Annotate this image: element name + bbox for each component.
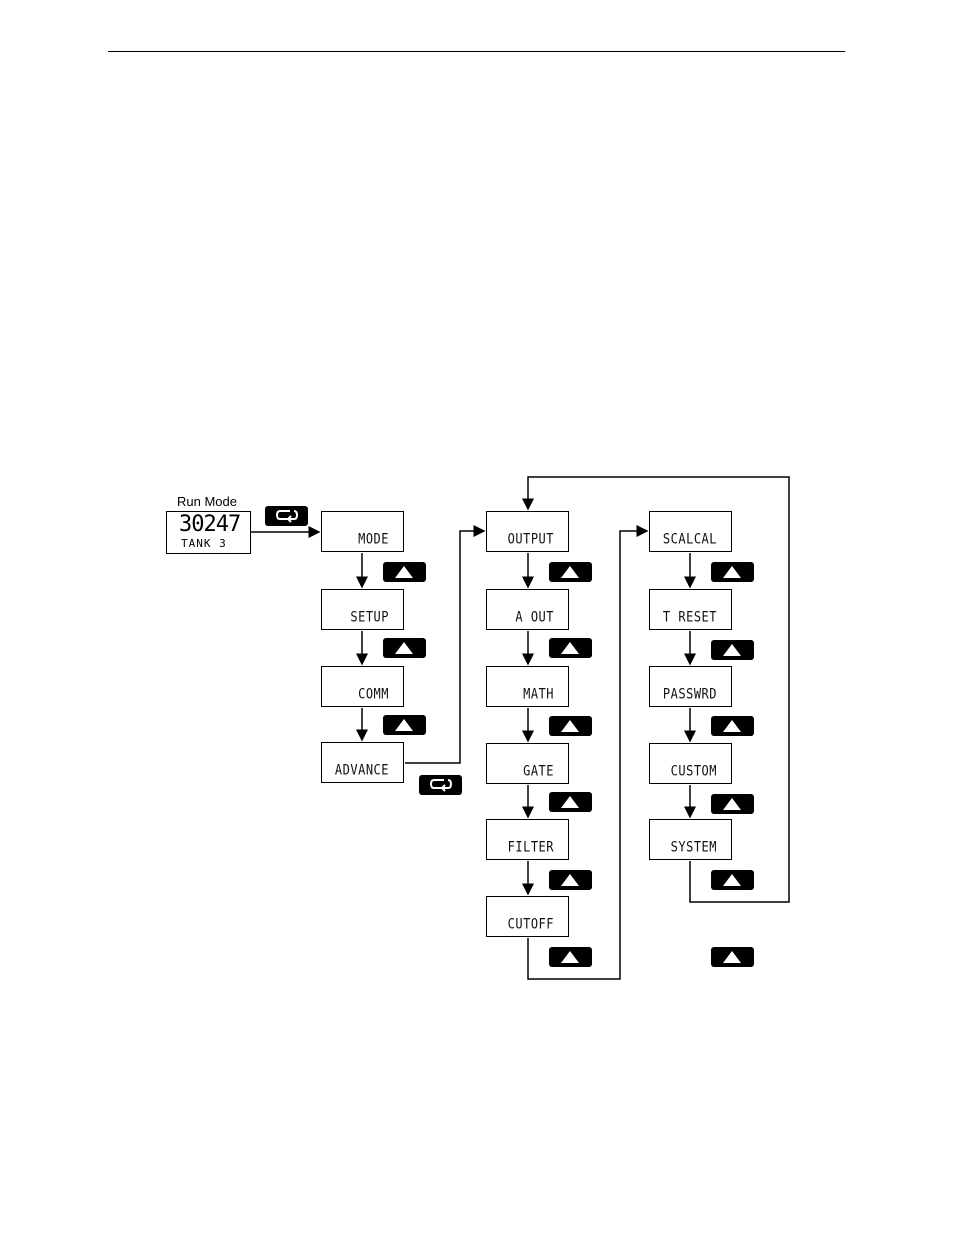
enter-return-icon xyxy=(275,510,299,523)
up-arrow-icon[interactable] xyxy=(549,792,592,812)
menu-comm[interactable]: COMM xyxy=(321,666,404,707)
menu-cutoff[interactable]: CUTOFF xyxy=(486,896,569,937)
menu-label: MATH xyxy=(523,685,554,703)
menu-label: COMM xyxy=(358,685,389,703)
menu-label: FILTER xyxy=(507,838,554,856)
up-arrow-icon[interactable] xyxy=(383,715,426,735)
menu-scalcal[interactable]: SCALCAL xyxy=(649,511,732,552)
menu-math[interactable]: MATH xyxy=(486,666,569,707)
up-arrow-icon[interactable] xyxy=(549,870,592,890)
menu-setup[interactable]: SETUP xyxy=(321,589,404,630)
enter-return-icon xyxy=(429,779,453,792)
menu-label: SETUP xyxy=(350,608,389,626)
menu-passwrd[interactable]: PASSWRD xyxy=(649,666,732,707)
menu-label: GATE xyxy=(523,762,554,780)
enter-button[interactable] xyxy=(419,775,462,795)
menu-a-out[interactable]: A OUT xyxy=(486,589,569,630)
up-arrow-icon[interactable] xyxy=(383,562,426,582)
run-mode-label: Run Mode xyxy=(177,494,237,509)
up-arrow-icon[interactable] xyxy=(711,562,754,582)
display-tag: TANK 3 xyxy=(181,537,227,550)
up-arrow-icon[interactable] xyxy=(711,640,754,660)
menu-label: A OUT xyxy=(515,608,554,626)
menu-label: MODE xyxy=(358,530,389,548)
up-arrow-icon[interactable] xyxy=(549,947,592,967)
menu-label: PASSWRD xyxy=(662,685,717,703)
header-rule xyxy=(108,51,845,52)
menu-label: T RESET xyxy=(662,608,717,626)
up-arrow-icon[interactable] xyxy=(383,638,426,658)
menu-label: ADVANCE xyxy=(334,761,389,779)
menu-label: OUTPUT xyxy=(507,530,554,548)
enter-button[interactable] xyxy=(265,506,308,526)
menu-label: CUTOFF xyxy=(507,915,554,933)
menu-t-reset[interactable]: T RESET xyxy=(649,589,732,630)
menu-label: CUSTOM xyxy=(670,762,717,780)
menu-advance[interactable]: ADVANCE xyxy=(321,742,404,783)
up-arrow-icon[interactable] xyxy=(549,562,592,582)
menu-gate[interactable]: GATE xyxy=(486,743,569,784)
menu-label: SYSTEM xyxy=(670,838,717,856)
run-mode-display: 30247 TANK 3 xyxy=(166,511,251,554)
up-arrow-icon[interactable] xyxy=(711,716,754,736)
up-arrow-icon[interactable] xyxy=(711,947,754,967)
menu-filter[interactable]: FILTER xyxy=(486,819,569,860)
up-arrow-icon[interactable] xyxy=(549,716,592,736)
up-arrow-icon[interactable] xyxy=(549,638,592,658)
menu-mode[interactable]: MODE xyxy=(321,511,404,552)
display-value: 30247 xyxy=(179,512,241,537)
up-arrow-icon[interactable] xyxy=(711,794,754,814)
menu-label: SCALCAL xyxy=(662,530,717,548)
up-arrow-icon[interactable] xyxy=(711,870,754,890)
menu-system[interactable]: SYSTEM xyxy=(649,819,732,860)
menu-custom[interactable]: CUSTOM xyxy=(649,743,732,784)
menu-output[interactable]: OUTPUT xyxy=(486,511,569,552)
